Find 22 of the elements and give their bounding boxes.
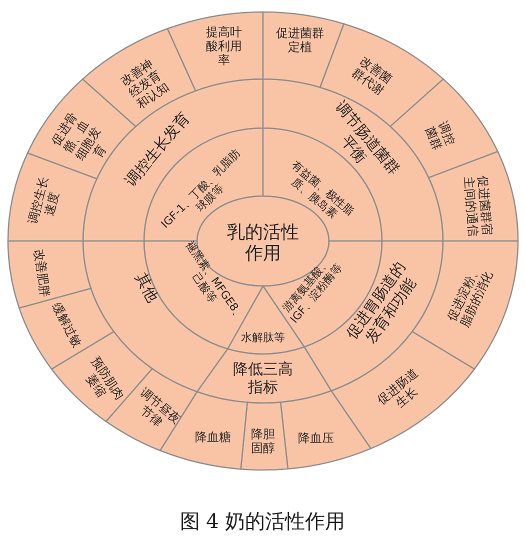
segment-label: 调控菌群 [422, 118, 459, 154]
segment-label: 促进淀粉、脂肪的消化 [444, 262, 496, 332]
segment-label: 改善肥胖 [32, 248, 52, 298]
segment-label: 缓解过敏 [49, 300, 85, 350]
segment-label: 提高叶酸利用率 [205, 24, 243, 68]
figure-caption: 图 4 奶的活性作用 [180, 508, 346, 535]
segment-label: 促进肠道生长 [374, 364, 422, 412]
segment-label: 降胆固醇 [250, 426, 276, 456]
segment-label: 改善菌群代谢 [348, 53, 396, 100]
segment-label: 其他 [131, 270, 161, 306]
ring-segment [428, 150, 519, 242]
segment-label: 促进骨骼、血细胞发育 [47, 108, 110, 165]
segment-label: 促进菌群定植 [275, 26, 325, 54]
segment-label: 调节昼夜节律 [136, 384, 184, 432]
segment-label: 水解肽等 [241, 332, 285, 344]
segment-label: 促进菌群宿主间的通信 [460, 174, 496, 240]
segment-label: 降低三高指标 [232, 361, 294, 397]
ring-segment [262, 11, 345, 88]
segment-label: 降血糖 [195, 430, 231, 444]
segment-label: 调控生长速度 [24, 174, 63, 228]
segment-label: 降血压 [298, 430, 334, 446]
segment-label: 预防肌肉萎缩 [82, 353, 128, 404]
